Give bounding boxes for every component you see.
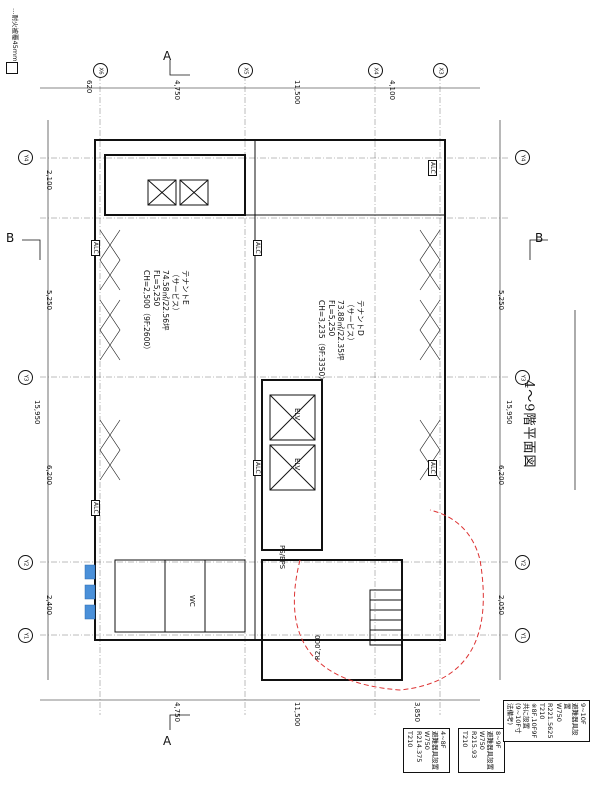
info-box-2: 8~9F 避難器具設置 W750 R215.93 T210 — [458, 728, 505, 773]
drawing-title: 4〜9階平面図 — [521, 380, 536, 469]
grid-bubble-right-y1: Y1 — [515, 628, 530, 643]
ps-eps-label: PS/EPS — [278, 545, 286, 570]
grid-bubble-top-x4: X4 — [368, 63, 383, 78]
dim-top-2: 11,500 — [293, 80, 301, 105]
section-mark-b-left: B — [6, 231, 15, 245]
dim-right-5: 6,200 — [497, 465, 505, 486]
wc-label: WC — [188, 595, 196, 607]
dim-top-3: 4,100 — [388, 80, 396, 101]
dim-top-0: 620 — [85, 80, 93, 94]
dim-right-6: 2,050 — [497, 595, 505, 616]
section-mark-a-top: A — [163, 49, 172, 63]
grid-bubble-right-y3: Y3 — [515, 370, 530, 385]
radius-label: R2,000 — [314, 635, 322, 660]
grid-bubble-top-x5: X5 — [238, 63, 253, 78]
grid-bubble-left-y3: Y3 — [18, 370, 33, 385]
dim-right-4: 15,950 — [505, 400, 513, 425]
section-mark-a-bottom: A — [163, 734, 172, 748]
section-mark-b-right: B — [535, 231, 544, 245]
alc-tag-1: ALC — [91, 240, 100, 256]
grid-bubble-left-y2: Y2 — [18, 555, 33, 570]
info-box-3: 9~10F 避難器具設置 W750 R221.5625 T210 ※8F,10F… — [502, 700, 590, 742]
elevator-1-label: ELV — [293, 408, 301, 421]
dim-bottom-1: 4,750 — [173, 702, 181, 723]
alc-tag-6: ALC — [253, 460, 262, 476]
alc-tag-4: ALC — [428, 460, 437, 476]
info-box-1: 4~8F 避難器具設置 W750 R214.375 T210 — [403, 728, 450, 773]
dim-right-3: 5,250 — [497, 290, 505, 311]
legend-symbol — [6, 62, 18, 74]
tenant-d-label: テナントD （サービス） 73.88㎡/22.35坪 FL=5,250 CH=3… — [317, 300, 365, 384]
legend-text: …耐火被覆45mm — [11, 8, 19, 62]
grid-bubble-left-y4: Y4 — [18, 150, 33, 165]
dim-left-1: 2,100 — [45, 170, 53, 191]
dim-bottom-3: 11,500 — [293, 702, 301, 727]
alc-tag-3: ALC — [428, 160, 437, 176]
dim-left-6: 2,400 — [45, 595, 53, 616]
alc-tag-5: ALC — [253, 240, 262, 256]
dim-bottom-4: 3,850 — [413, 702, 421, 723]
tenant-e-label: テナントE （サービス） 74.58㎡/22.56坪 FL=5,250 CH=2… — [142, 270, 190, 354]
grid-bubble-right-y2: Y2 — [515, 555, 530, 570]
grid-bubble-left-y1: Y1 — [18, 628, 33, 643]
alc-tag-2: ALC — [91, 500, 100, 516]
grid-bubble-right-y4: Y4 — [515, 150, 530, 165]
dim-left-4: 15,950 — [33, 400, 41, 425]
dim-left-5: 6,200 — [45, 465, 53, 486]
grid-bubble-top-x6: X6 — [93, 63, 108, 78]
grid-bubble-top-x3: X3 — [433, 63, 448, 78]
elevator-2-label: ELV — [293, 458, 301, 471]
dim-left-3: 5,250 — [45, 290, 53, 311]
dim-top-1: 4,750 — [173, 80, 181, 101]
